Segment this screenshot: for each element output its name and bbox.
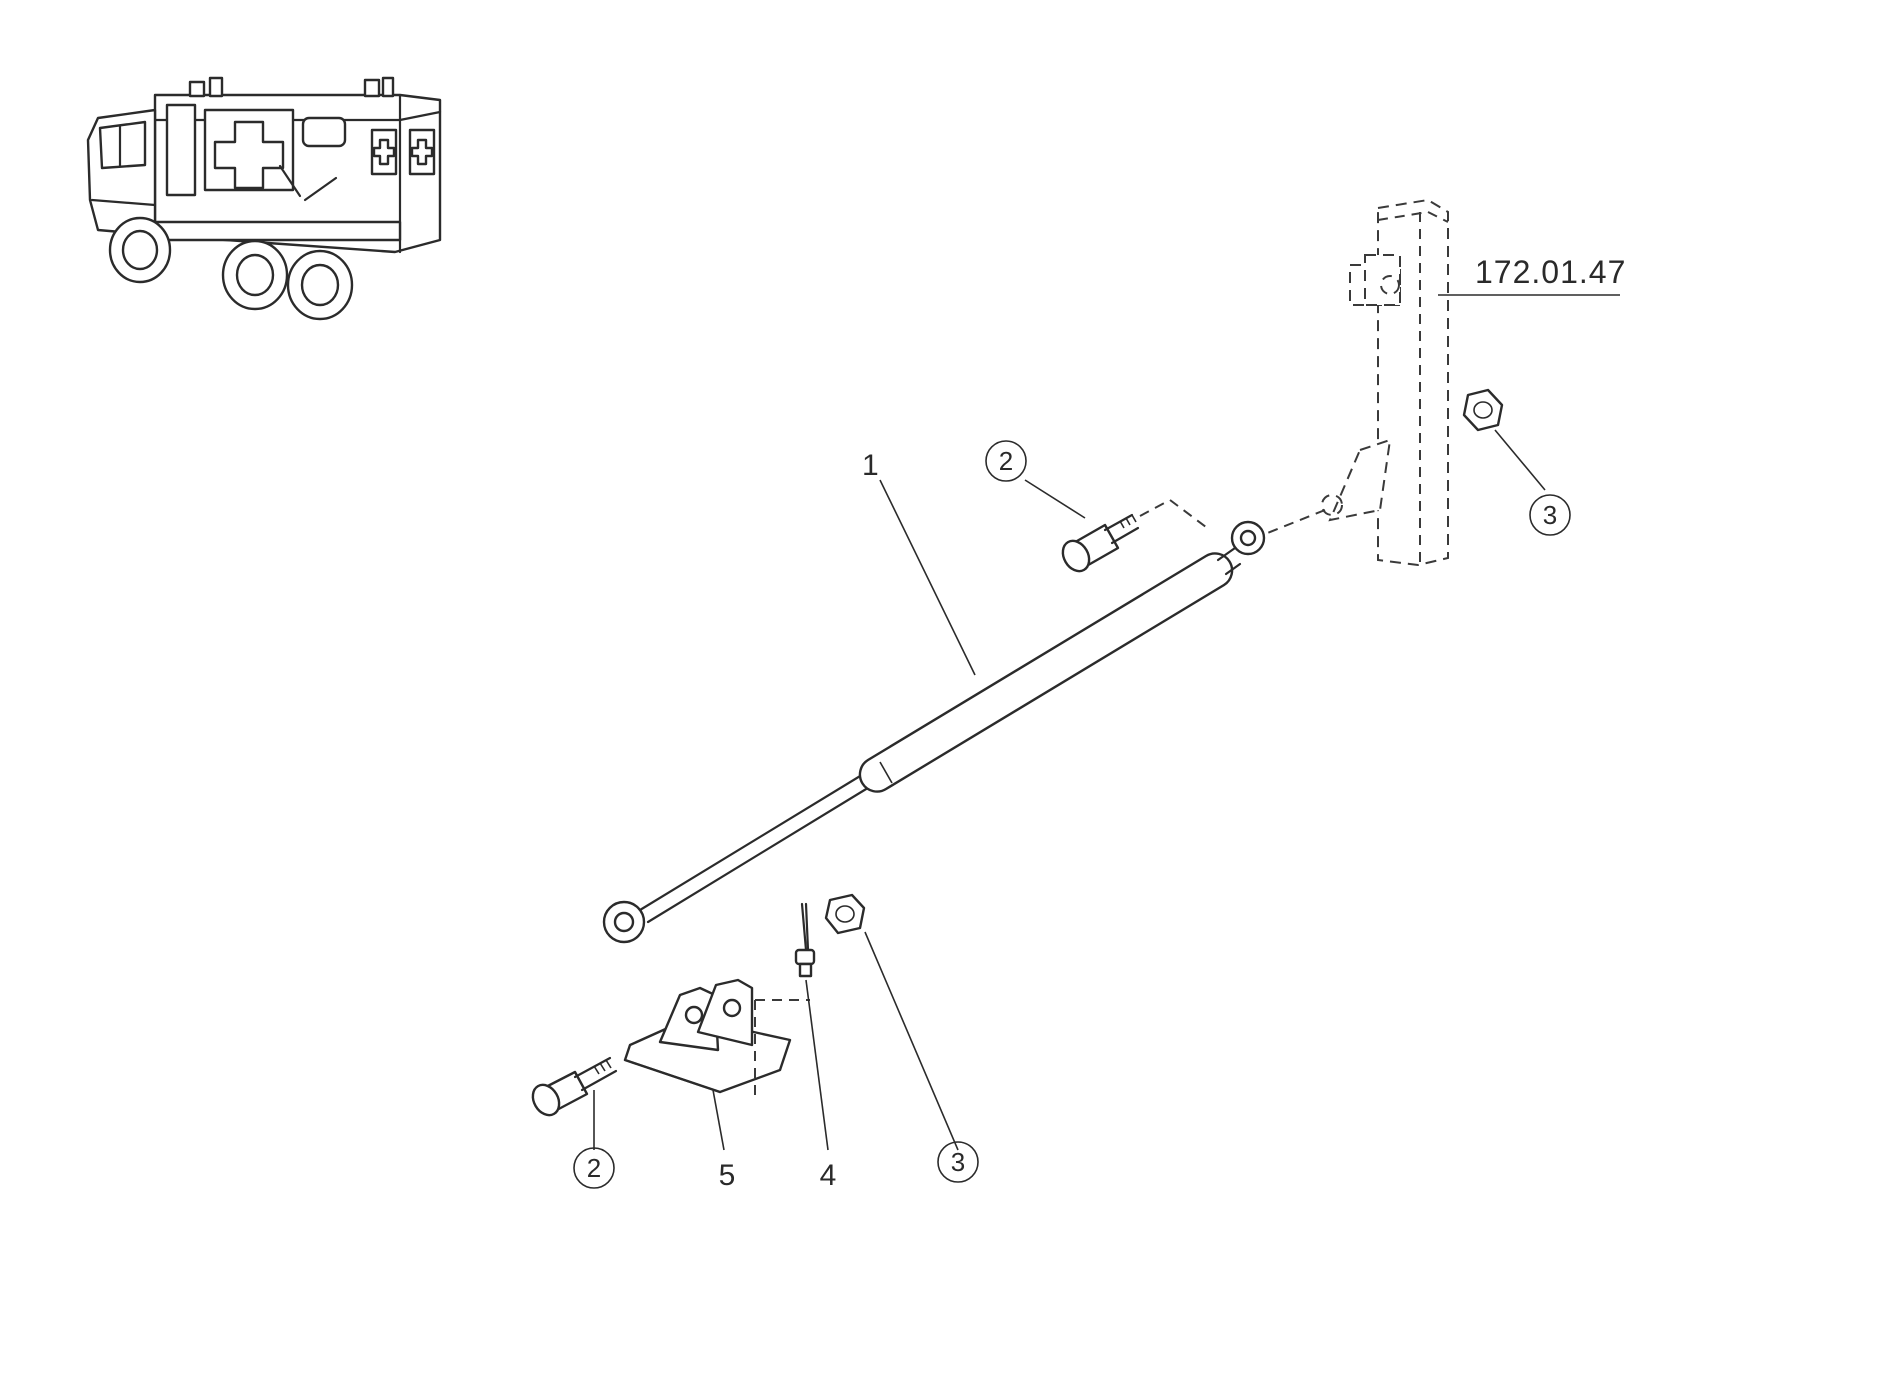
bracket (623, 978, 810, 1095)
callout-gas-strut: 1 (862, 449, 879, 482)
callout-bracket: 5 (719, 1159, 736, 1192)
callout-nut-upper: 3 (1543, 500, 1557, 530)
screw-lower (531, 1056, 618, 1117)
leader-lines (593, 294, 1620, 1151)
callout-circles (573, 440, 1571, 1189)
callout-nut-lower: 3 (951, 1147, 965, 1177)
gas-strut (602, 520, 1266, 944)
nut-lower (824, 893, 866, 935)
reference-number: 172.01.47 (1475, 254, 1626, 290)
screw-upper (1061, 499, 1211, 573)
pin (794, 902, 816, 978)
ambulance-truck-icon (86, 76, 442, 321)
callout-pin: 4 (820, 1159, 837, 1192)
callout-screw-lower: 2 (587, 1153, 601, 1183)
callout-screw-upper: 2 (999, 446, 1013, 476)
mounting-post (1254, 198, 1449, 567)
nut-upper (1462, 388, 1504, 432)
